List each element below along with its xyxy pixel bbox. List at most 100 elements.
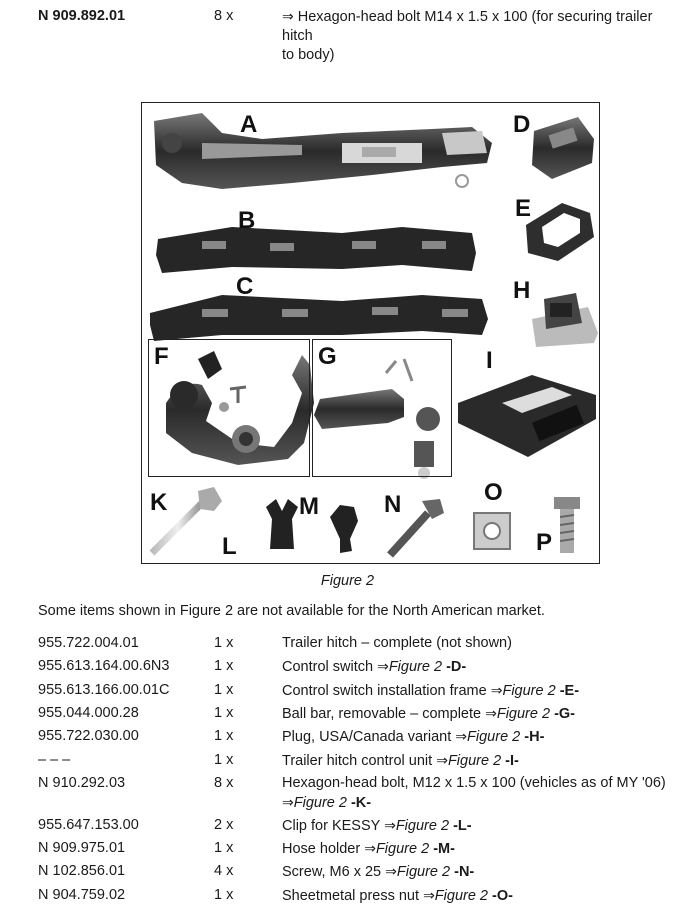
arrow-icon: ⇒ <box>364 840 376 856</box>
figure-reference: Figure 2 <box>496 706 551 722</box>
bracket-C <box>150 295 488 341</box>
arrow-icon: ⇒ <box>423 887 435 903</box>
description-line-1: Hexagon-head bolt M14 x 1.5 x 100 (for s… <box>282 9 653 44</box>
quantity: 4 x <box>214 863 234 879</box>
part-number: 955.613.166.00.01C <box>38 682 170 698</box>
description-text: Trailer hitch control unit <box>282 753 433 769</box>
part-number: N 909.892.01 <box>38 8 126 24</box>
part-number: 955.647.153.00 <box>38 817 139 833</box>
callout-K: K <box>150 489 168 516</box>
description-line-2: to body) <box>282 47 335 63</box>
figure-reference: Figure 2 <box>388 659 443 675</box>
figure-reference: Figure 2 <box>434 888 488 904</box>
callout-H: H <box>513 277 531 304</box>
callout-N: N <box>384 491 402 518</box>
subfigure-G-frame <box>312 339 452 477</box>
part-number: N 102.856.01 <box>38 863 126 879</box>
figure-letter: -I- <box>505 753 519 769</box>
hitch-assembly-F <box>166 351 314 465</box>
figure-reference: Figure 2 <box>293 795 347 811</box>
part-number: 955.722.004.01 <box>38 635 139 651</box>
callout-D: D <box>513 111 531 138</box>
figure-letter: -M- <box>433 841 455 857</box>
description-text: Clip for KESSY <box>282 818 381 834</box>
figure-reference: Figure 2 <box>396 864 451 880</box>
quantity: 1 x <box>214 728 234 744</box>
quantity: 1 x <box>214 682 234 698</box>
ball-bar-G <box>314 358 440 479</box>
quantity: 1 x <box>214 840 234 856</box>
arrow-icon: ⇒ <box>282 794 294 810</box>
hose-holder-M <box>330 505 358 553</box>
arrow-icon: ⇒ <box>436 752 448 768</box>
figure-caption: Figure 2 <box>320 573 375 589</box>
description-text: Plug, USA/Canada variant <box>282 729 452 745</box>
description: Hose holder ⇒Figure 2 -M- <box>282 839 682 859</box>
callout-F: F <box>154 343 169 370</box>
figure-letter: -N- <box>454 864 475 880</box>
callout-I: I <box>486 347 493 374</box>
arrow-icon: ⇒ <box>385 863 397 879</box>
subfigure-F-frame <box>148 339 310 477</box>
callout-G: G <box>318 343 337 370</box>
description-text: Ball bar, removable – complete <box>282 706 482 722</box>
callout-M: M <box>299 493 319 520</box>
quantity: 1 x <box>214 635 234 651</box>
description-text: Screw, M6 x 25 <box>282 864 382 880</box>
description: ⇒ Hexagon-head bolt M14 x 1.5 x 100 (for… <box>282 7 682 65</box>
arrow-icon: ⇒ <box>485 705 497 721</box>
description: Trailer hitch – complete (not shown) <box>282 635 512 651</box>
part-number: 955.613.164.00.6N3 <box>38 658 170 674</box>
arrow-icon: ⇒ <box>455 728 468 744</box>
part-number: 955.722.030.00 <box>38 728 139 744</box>
quantity: 1 x <box>214 705 234 721</box>
description: Control switch ⇒Figure 2 -D- <box>282 657 682 677</box>
description-text: Control switch installation frame <box>282 683 487 699</box>
figure-letter: -D- <box>446 659 467 675</box>
switch-frame-E <box>526 203 594 261</box>
part-number: N 910.292.03 <box>38 775 126 791</box>
figure-reference: Figure 2 <box>502 683 556 699</box>
arrow-icon: ⇒ <box>490 682 503 698</box>
arrow-icon: ⇒ <box>377 658 389 674</box>
control-switch-D <box>532 117 594 179</box>
part-number: 955.044.000.28 <box>38 705 139 721</box>
description-text: Hose holder <box>282 841 361 857</box>
parts-figure: A B C D E H F G I K L M N O P <box>141 102 600 564</box>
figure-letter: -K- <box>350 795 372 811</box>
quantity: 2 x <box>214 817 234 833</box>
description: Ball bar, removable – complete ⇒Figure 2… <box>282 704 682 724</box>
quantity: 1 x <box>214 658 234 674</box>
description: Trailer hitch control unit ⇒Figure 2 -I- <box>282 751 682 771</box>
description: Hexagon-head bolt, M12 x 1.5 x 100 (vehi… <box>282 774 682 813</box>
bolt-P <box>554 497 580 553</box>
part-number: – – – <box>38 752 71 768</box>
trailer-hitch-crossmember-A <box>154 113 492 189</box>
callout-A: A <box>240 111 258 138</box>
description: Control switch installation frame ⇒Figur… <box>282 681 682 701</box>
bolt-K <box>149 487 222 556</box>
screw-N <box>387 499 444 558</box>
figure-reference: Figure 2 <box>447 753 502 769</box>
quantity: 1 x <box>214 752 234 768</box>
description-text: Control switch <box>282 659 374 675</box>
arrow-icon: ⇒ <box>282 8 294 24</box>
quantity: 8 x <box>214 775 234 791</box>
callout-P: P <box>536 529 553 556</box>
clip-L <box>266 499 298 549</box>
callout-E: E <box>515 195 532 222</box>
figure-letter: -H- <box>524 729 545 745</box>
arrow-icon: ⇒ <box>384 817 396 833</box>
plug-H <box>532 293 598 347</box>
description: Plug, USA/Canada variant ⇒Figure 2 -H- <box>282 727 682 747</box>
callout-L: L <box>222 533 237 560</box>
description: Screw, M6 x 25 ⇒Figure 2 -N- <box>282 862 682 882</box>
description: Sheetmetal press nut ⇒Figure 2 -O- <box>282 886 682 906</box>
callout-O: O <box>484 479 503 506</box>
description-text: Sheetmetal press nut <box>282 888 420 904</box>
parts-illustration <box>149 113 598 558</box>
description-text: Hexagon-head bolt, M12 x 1.5 x 100 (vehi… <box>282 775 666 791</box>
quantity: 8 x <box>214 8 234 24</box>
quantity: 1 x <box>214 887 234 903</box>
part-number: N 909.975.01 <box>38 840 126 856</box>
